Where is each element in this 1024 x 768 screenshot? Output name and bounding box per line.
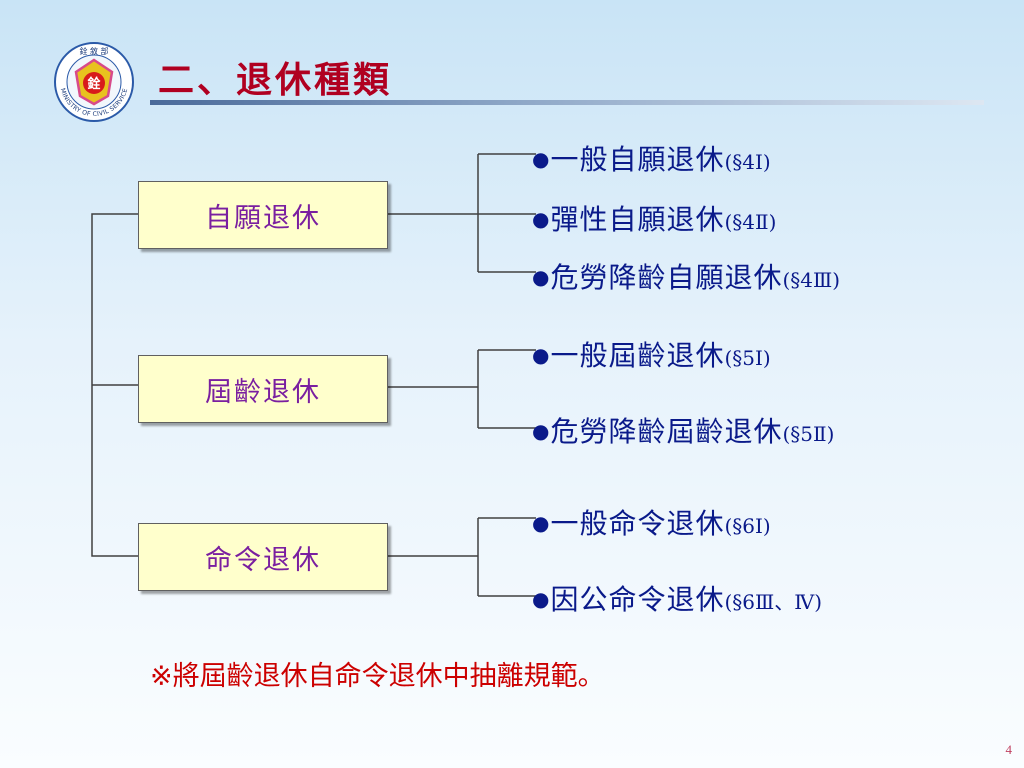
- title-underline: [150, 100, 984, 105]
- list-item: ●危勞降齡自願退休(§4Ⅲ): [532, 260, 840, 296]
- logo-top-text: 銓 敘 部: [79, 46, 108, 56]
- item-name: 危勞降齡自願退休: [550, 261, 783, 294]
- ministry-logo: 銓 敘 部 MINISTRY OF CIVIL SERVICE 銓: [54, 42, 134, 122]
- bullet-icon: ●: [532, 265, 550, 289]
- item-name: 彈性自願退休: [550, 203, 725, 236]
- bullet-icon: ●: [532, 587, 550, 611]
- list-item: ●彈性自願退休(§4Ⅱ): [532, 202, 776, 238]
- item-ref: (§4Ⅰ): [724, 150, 771, 174]
- bullet-icon: ●: [532, 419, 550, 443]
- item-name: 一般命令退休: [550, 507, 725, 540]
- item-name: 一般屆齡退休: [550, 339, 725, 372]
- item-name: 一般自願退休: [550, 143, 725, 176]
- item-ref: (§5Ⅰ): [724, 346, 771, 370]
- category-mandatory-retirement: 命令退休: [138, 523, 388, 591]
- item-ref: (§6Ⅰ): [724, 514, 771, 538]
- list-item: ●因公命令退休(§6Ⅲ、Ⅳ): [532, 582, 822, 618]
- category-age-retirement: 屆齡退休: [138, 355, 388, 423]
- bullet-icon: ●: [532, 343, 550, 367]
- bullet-icon: ●: [532, 511, 550, 535]
- page-number: 4: [1005, 742, 1013, 757]
- item-ref: (§4Ⅲ): [782, 268, 841, 292]
- page-title: 二、退休種類: [158, 59, 393, 101]
- bullet-icon: ●: [532, 147, 550, 171]
- item-name: 危勞降齡屆齡退休: [550, 415, 783, 448]
- bullet-icon: ●: [532, 207, 550, 231]
- list-item: ●危勞降齡屆齡退休(§5Ⅱ): [532, 414, 834, 450]
- category-voluntary-retirement: 自願退休: [138, 181, 388, 249]
- list-item: ●一般命令退休(§6Ⅰ): [532, 506, 771, 542]
- item-ref: (§4Ⅱ): [724, 210, 777, 234]
- item-ref: (§5Ⅱ): [782, 422, 835, 446]
- item-ref: (§6Ⅲ、Ⅳ): [724, 590, 823, 614]
- list-item: ●一般屆齡退休(§5Ⅰ): [532, 338, 771, 374]
- logo-center-char: 銓: [87, 76, 100, 92]
- list-item: ●一般自願退休(§4Ⅰ): [532, 142, 771, 178]
- footnote: ※將屆齡退休自命令退休中抽離規範。: [150, 661, 605, 692]
- item-name: 因公命令退休: [550, 583, 725, 616]
